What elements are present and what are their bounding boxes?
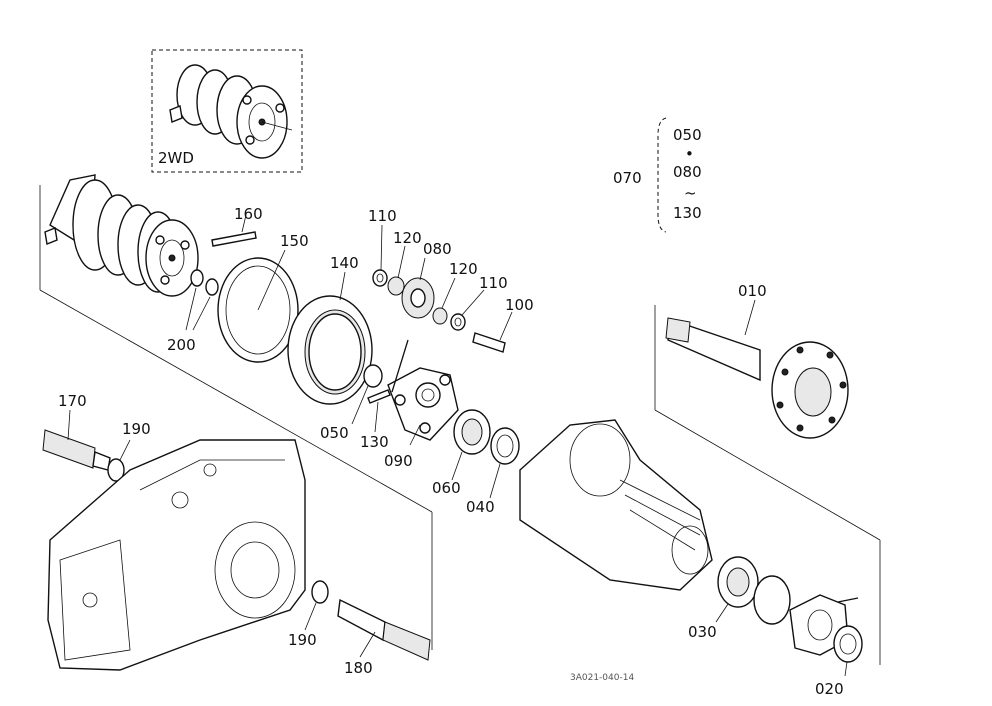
callout-080: 080 bbox=[423, 240, 452, 258]
pin-130 bbox=[367, 389, 391, 433]
drawing-code: 3A021-040-14 bbox=[570, 673, 634, 683]
bearing-060 bbox=[451, 409, 491, 481]
needle-bearing-120-left bbox=[387, 245, 406, 296]
inset-label: 2WD bbox=[158, 149, 194, 167]
callout-090: 090 bbox=[384, 452, 413, 470]
shaft-180 bbox=[337, 598, 431, 661]
axle-shaft-010 bbox=[665, 299, 849, 439]
snap-ring-190-lower bbox=[304, 580, 329, 631]
kit-tilde: ~ bbox=[684, 184, 697, 202]
callout-130: 130 bbox=[360, 433, 389, 451]
callout-160: 160 bbox=[234, 205, 263, 223]
callout-030: 030 bbox=[688, 623, 717, 641]
snap-ring-190-upper bbox=[107, 439, 131, 482]
callout-190-upper: 190 bbox=[122, 420, 151, 438]
inset-clutch-drawing bbox=[169, 64, 293, 159]
inset-frame bbox=[151, 49, 303, 173]
inset-2wd: 2WD bbox=[151, 49, 303, 173]
needle-bearing-120-right bbox=[432, 277, 456, 325]
kit-dot: • bbox=[685, 145, 694, 163]
callout-120-right: 120 bbox=[449, 260, 478, 278]
kit-item-050: 050 bbox=[673, 126, 702, 144]
callout-070: 070 bbox=[613, 169, 642, 187]
transmission-case bbox=[47, 439, 306, 671]
planet-carrier-090 bbox=[387, 339, 459, 446]
gasket bbox=[753, 575, 791, 625]
callout-190-lower: 190 bbox=[288, 631, 317, 649]
pin-160 bbox=[211, 214, 257, 247]
callout-120-left: 120 bbox=[393, 229, 422, 247]
snap-ring-050 bbox=[351, 364, 383, 425]
kit-070-group: 070 050 • 080 ~ 130 bbox=[613, 117, 702, 233]
callout-170: 170 bbox=[58, 392, 87, 410]
kit-item-080: 080 bbox=[673, 163, 702, 181]
callout-180: 180 bbox=[344, 659, 373, 677]
callout-040: 040 bbox=[466, 498, 495, 516]
washer-110-left bbox=[372, 224, 388, 287]
callout-020: 020 bbox=[815, 680, 844, 698]
axle-housing bbox=[519, 419, 713, 591]
callout-200: 200 bbox=[167, 336, 196, 354]
callout-150: 150 bbox=[280, 232, 309, 250]
planet-gear-080 bbox=[401, 257, 435, 319]
shaft-170 bbox=[42, 409, 111, 471]
callout-110-right: 110 bbox=[479, 274, 508, 292]
kit-bracket bbox=[657, 117, 667, 233]
callout-010: 010 bbox=[738, 282, 767, 300]
callout-100: 100 bbox=[505, 296, 534, 314]
bearing-030 bbox=[715, 556, 759, 623]
washer-110-right bbox=[450, 289, 485, 331]
shaft-100 bbox=[472, 311, 513, 353]
bearing-cover bbox=[789, 594, 859, 656]
callout-140: 140 bbox=[330, 254, 359, 272]
seal-040 bbox=[489, 427, 520, 499]
clutch-pack bbox=[44, 174, 199, 297]
o-rings-200 bbox=[185, 269, 219, 331]
ring-gear-140 bbox=[287, 271, 373, 405]
assembly-frame-lines bbox=[39, 185, 881, 665]
kit-item-130: 130 bbox=[673, 204, 702, 222]
callout-060: 060 bbox=[432, 479, 461, 497]
oil-seal-020 bbox=[833, 625, 863, 677]
ring-150 bbox=[217, 249, 299, 363]
callout-110-left: 110 bbox=[368, 207, 397, 225]
callout-050: 050 bbox=[320, 424, 349, 442]
